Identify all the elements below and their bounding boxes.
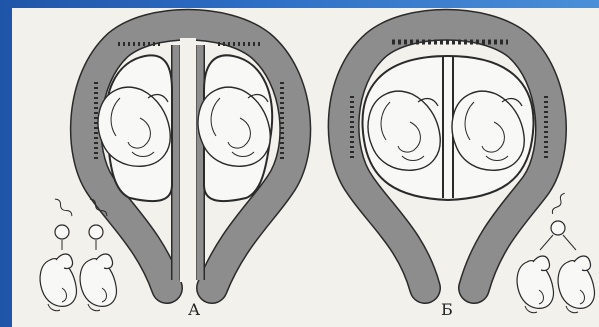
embryo-b-right xyxy=(558,256,594,313)
figure-sheet: А Б xyxy=(12,8,599,327)
twins-diagram xyxy=(12,8,599,327)
embryo-b-left xyxy=(517,256,553,313)
embryo-a-left xyxy=(40,254,76,311)
chorion-b xyxy=(363,56,534,200)
label-b: Б xyxy=(441,300,453,319)
embryo-a-right xyxy=(80,254,116,311)
label-a: А xyxy=(188,300,200,319)
